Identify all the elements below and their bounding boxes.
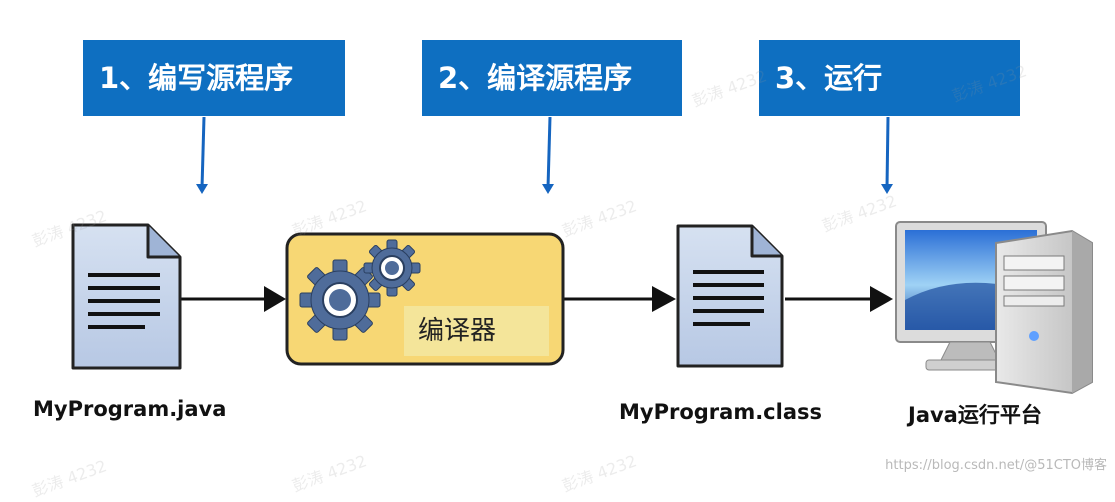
source-file-caption: MyProgram.java — [33, 397, 227, 421]
gears-icon — [299, 239, 421, 341]
java-workflow-diagram: 1、编写源程序 2、编译源程序 3、运行 编译器 MyProgram.java … — [30, 40, 1107, 501]
source-url-watermark: https://blog.csdn.net/@51CTO博客 — [885, 458, 1107, 473]
platform-caption: Java运行平台 — [908, 403, 1042, 427]
step-3-run: 3、运行 — [759, 40, 1020, 116]
step1-connector — [196, 116, 208, 194]
arrow-compiler-to-class — [563, 286, 676, 312]
source-file-document-icon — [71, 223, 182, 370]
diagram-graphics — [71, 116, 1093, 395]
class-file-document-icon — [676, 224, 784, 368]
arrow-source-to-compiler — [180, 286, 286, 312]
step3-connector — [881, 116, 893, 194]
step2-connector — [542, 116, 554, 194]
step-1-write-source: 1、编写源程序 — [83, 40, 345, 116]
compiler-label: 编译器 — [404, 306, 549, 356]
step-2-compile-source: 2、编译源程序 — [422, 40, 682, 116]
class-file-caption: MyProgram.class — [619, 400, 822, 424]
arrow-class-to-platform — [785, 286, 893, 312]
desktop-computer-icon — [895, 221, 1093, 395]
